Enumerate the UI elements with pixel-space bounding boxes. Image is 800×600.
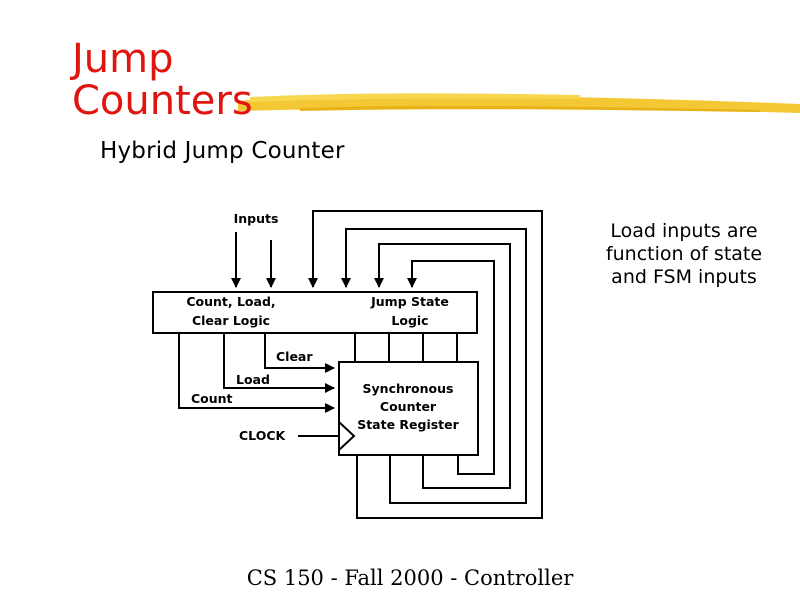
- clear-label: Clear: [276, 349, 313, 364]
- count-label: Count: [191, 391, 233, 406]
- count-signal-line: [178, 333, 335, 413]
- title-line-1: Jump: [72, 36, 174, 82]
- slide-footer: CS 150 - Fall 2000 - Controller: [246, 566, 574, 590]
- side-note-line-1: Load inputs are: [610, 220, 758, 242]
- title-line-2: Counters: [72, 78, 253, 124]
- slide-subtitle: Hybrid Jump Counter: [100, 138, 345, 164]
- feedback-line-1: [308, 210, 543, 519]
- logic-left-label-2: Clear Logic: [192, 313, 270, 328]
- logic-block: [152, 291, 478, 334]
- feedback-line-4: [407, 260, 495, 475]
- clock-triangle: [338, 421, 356, 451]
- clock-label: CLOCK: [239, 428, 286, 443]
- register-label-1: Synchronous: [363, 381, 454, 396]
- logic-left-label-1: Count, Load,: [186, 294, 275, 309]
- register-label-2: Counter: [380, 399, 437, 414]
- logic-right-label-2: Logic: [391, 313, 428, 328]
- feedback-line-2: [341, 228, 527, 504]
- inputs-label: Inputs: [234, 211, 279, 226]
- side-note-line-3: and FSM inputs: [611, 266, 757, 288]
- state-register-block: [338, 361, 479, 456]
- load-signal-line: [223, 333, 335, 393]
- register-label-3: State Register: [357, 417, 459, 432]
- logic-right-label-1: Jump State: [370, 294, 449, 309]
- feedback-line-3: [374, 243, 511, 489]
- side-note-line-2: function of state: [605, 243, 763, 265]
- slide-title: Jump Counters: [72, 38, 253, 122]
- load-label: Load: [236, 372, 270, 387]
- clear-signal-line: [264, 333, 335, 373]
- side-note: Load inputs are function of state and FS…: [586, 220, 782, 289]
